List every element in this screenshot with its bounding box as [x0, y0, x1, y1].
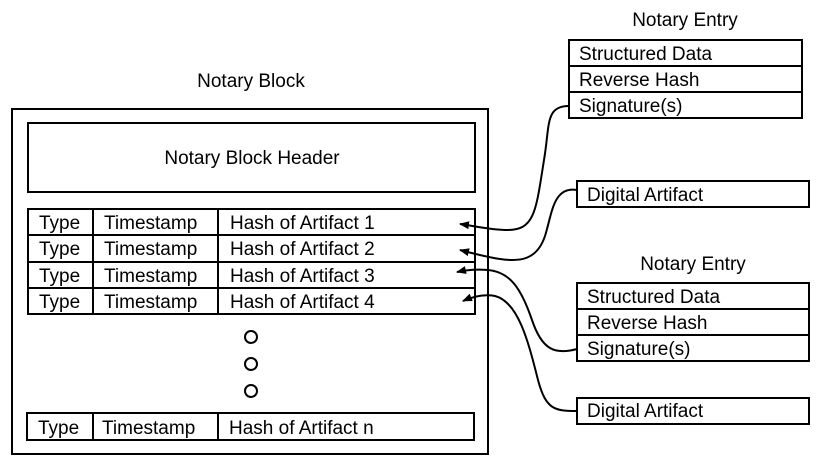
- rown-timestamp: Timestamp: [102, 418, 195, 439]
- row2-hash: Hash of Artifact 2: [230, 239, 375, 260]
- row4-type: Type: [39, 292, 80, 313]
- row4-timestamp: Timestamp: [104, 292, 197, 313]
- ellipsis-dot: [244, 357, 258, 371]
- artifact1-label: Digital Artifact: [587, 185, 704, 206]
- artifact2-label: Digital Artifact: [587, 401, 704, 422]
- row3-hash: Hash of Artifact 3: [230, 266, 375, 287]
- notary-entry-1: Structured Data Reverse Hash Signature(s…: [568, 39, 803, 119]
- row1-timestamp: Timestamp: [104, 213, 197, 234]
- ellipsis-dot: [244, 330, 258, 344]
- notary-block-header: Notary Block Header: [164, 148, 340, 169]
- entry2-structured-data: Structured Data: [587, 287, 720, 308]
- ellipsis-dot: [244, 384, 258, 398]
- entry1-structured-data: Structured Data: [579, 44, 712, 65]
- entry2-reverse-hash: Reverse Hash: [587, 313, 707, 334]
- hash-row-n: Type Timestamp Hash of Artifact n: [26, 412, 475, 441]
- entry1-signatures: Signature(s): [579, 96, 683, 117]
- notary-entry-2: Structured Data Reverse Hash Signature(s…: [576, 282, 810, 362]
- notary-block-header-box: [27, 122, 476, 193]
- row3-timestamp: Timestamp: [104, 266, 197, 287]
- row3-type: Type: [39, 266, 80, 287]
- row1-type: Type: [39, 213, 80, 234]
- hash-table: Type Timestamp Hash of Artifact 1 Type T…: [27, 208, 476, 315]
- notary-block-title: Notary Block: [197, 71, 305, 92]
- row1-hash: Hash of Artifact 1: [230, 213, 375, 234]
- connector-entry2-to-hash3: [456, 266, 578, 353]
- connector-artifact2-to-hash4: [462, 293, 578, 412]
- row4-hash: Hash of Artifact 4: [230, 292, 375, 313]
- row2-timestamp: Timestamp: [104, 239, 197, 260]
- digital-artifact-1: Digital Artifact: [576, 180, 810, 208]
- entry2-signatures: Signature(s): [587, 339, 691, 360]
- notary-block-frame: [11, 108, 489, 455]
- connector-entry1-to-hash1: [459, 105, 570, 232]
- digital-artifact-2: Digital Artifact: [576, 397, 810, 425]
- notary-entry-1-title: Notary Entry: [632, 10, 738, 31]
- rown-type: Type: [38, 418, 79, 439]
- row2-type: Type: [39, 239, 80, 260]
- entry1-reverse-hash: Reverse Hash: [579, 70, 699, 91]
- connector-artifact1-to-hash2: [459, 188, 578, 262]
- rown-hash: Hash of Artifact n: [229, 418, 374, 439]
- notary-entry-2-title: Notary Entry: [640, 254, 746, 275]
